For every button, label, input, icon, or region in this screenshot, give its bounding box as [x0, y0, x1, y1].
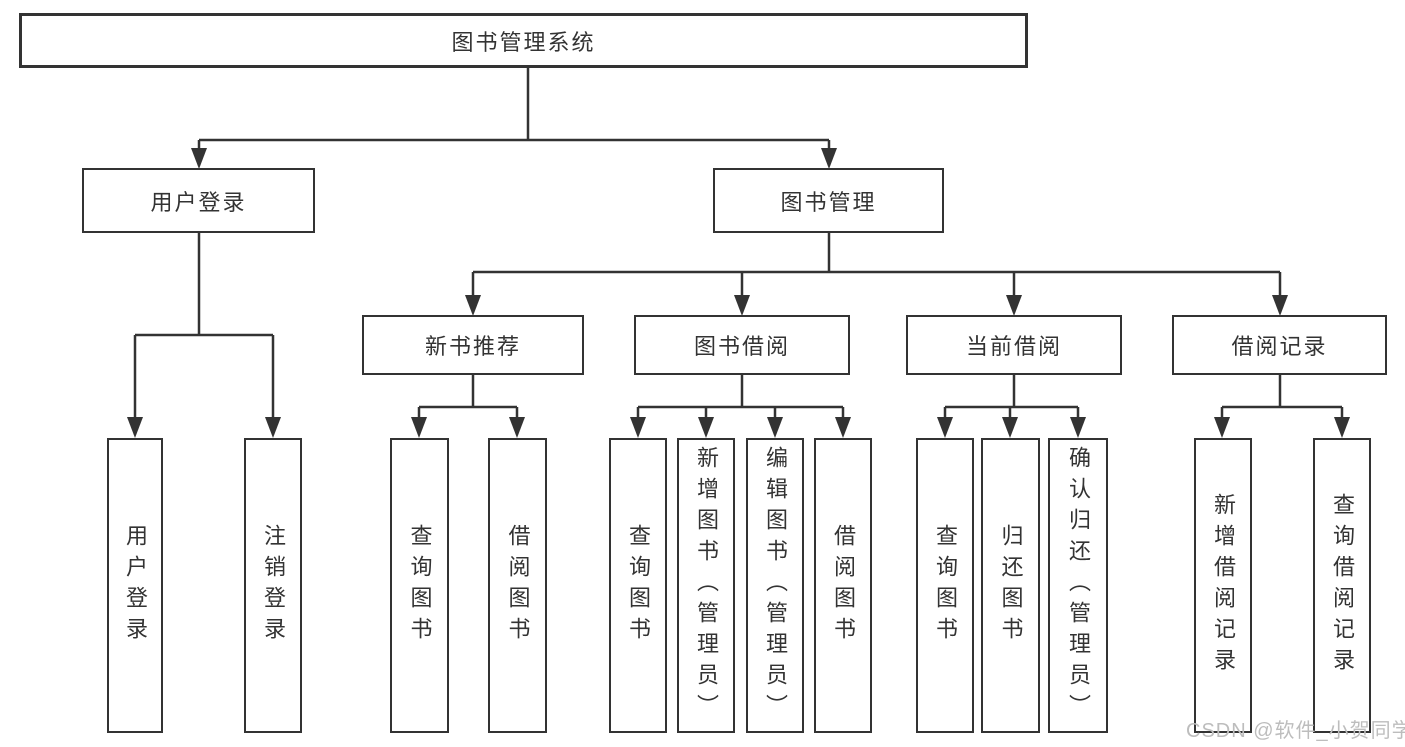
csdn-watermark: CSDN @软件_小贺同学	[1186, 720, 1405, 742]
leaf-newbooks-borrow-books: 借阅图书	[488, 438, 547, 733]
node-current-borrowing-label: 当前借阅	[965, 334, 1062, 359]
leaf-records-add-record: 新增借阅记录	[1194, 438, 1252, 733]
leaf-newbooks-borrow-books-label: 借阅图书	[505, 523, 531, 648]
leaf-current-query-books-label: 查询图书	[933, 523, 958, 648]
leaf-user-login-label: 用户登录	[123, 523, 148, 648]
leaf-current-confirm-return-admin-label: 确认归还（管理员）	[1066, 446, 1091, 725]
leaf-borrowing-borrow-books: 借阅图书	[814, 438, 872, 733]
leaf-borrowing-query-books-label: 查询图书	[626, 523, 651, 648]
connector-root-to-level2	[191, 68, 837, 169]
leaf-logout-label: 注销登录	[261, 523, 286, 648]
node-new-book-recommend: 新书推荐	[362, 315, 584, 375]
leaf-records-query-record: 查询借阅记录	[1313, 438, 1371, 733]
leaf-newbooks-query-books: 查询图书	[390, 438, 449, 733]
node-current-borrowing: 当前借阅	[906, 315, 1122, 375]
node-book-management-label: 图书管理	[780, 189, 877, 215]
node-book-management: 图书管理	[713, 168, 944, 233]
leaf-current-return-books: 归还图书	[981, 438, 1040, 733]
leaf-current-query-books: 查询图书	[916, 438, 974, 733]
connector-book-management-to-level3	[465, 233, 1288, 316]
leaf-newbooks-query-books-label: 查询图书	[407, 523, 433, 648]
node-user-login: 用户登录	[82, 168, 315, 233]
leaf-borrowing-edit-books-admin: 编辑图书（管理员）	[746, 438, 804, 733]
connector-borrow-records-to-leaves	[1214, 375, 1350, 438]
leaf-records-add-record-label: 新增借阅记录	[1211, 492, 1236, 679]
connector-book-borrowing-to-leaves	[630, 375, 851, 438]
node-borrow-records: 借阅记录	[1172, 315, 1387, 375]
leaf-records-query-record-label: 查询借阅记录	[1330, 492, 1355, 679]
leaf-current-confirm-return-admin: 确认归还（管理员）	[1048, 438, 1108, 733]
node-library-management-system: 图书管理系统	[19, 13, 1028, 68]
node-library-management-system-label: 图书管理系统	[451, 29, 596, 55]
node-book-borrowing-label: 图书借阅	[693, 334, 790, 359]
leaf-borrowing-edit-books-admin-label: 编辑图书（管理员）	[763, 446, 788, 725]
connector-current-borrowing-to-leaves	[937, 375, 1086, 438]
connector-new-book-recommend-to-leaves	[411, 375, 525, 438]
connector-user-login-to-leaves	[127, 233, 281, 438]
leaf-user-login: 用户登录	[107, 438, 163, 733]
leaf-borrowing-borrow-books-label: 借阅图书	[831, 523, 856, 648]
node-book-borrowing: 图书借阅	[634, 315, 850, 375]
leaf-borrowing-add-books-admin-label: 新增图书（管理员）	[694, 446, 719, 725]
leaf-logout: 注销登录	[244, 438, 302, 733]
node-new-book-recommend-label: 新书推荐	[424, 334, 521, 359]
leaf-current-return-books-label: 归还图书	[998, 523, 1024, 648]
leaf-borrowing-add-books-admin: 新增图书（管理员）	[677, 438, 735, 733]
leaf-borrowing-query-books: 查询图书	[609, 438, 667, 733]
node-user-login-label: 用户登录	[150, 189, 247, 215]
node-borrow-records-label: 借阅记录	[1231, 334, 1328, 359]
